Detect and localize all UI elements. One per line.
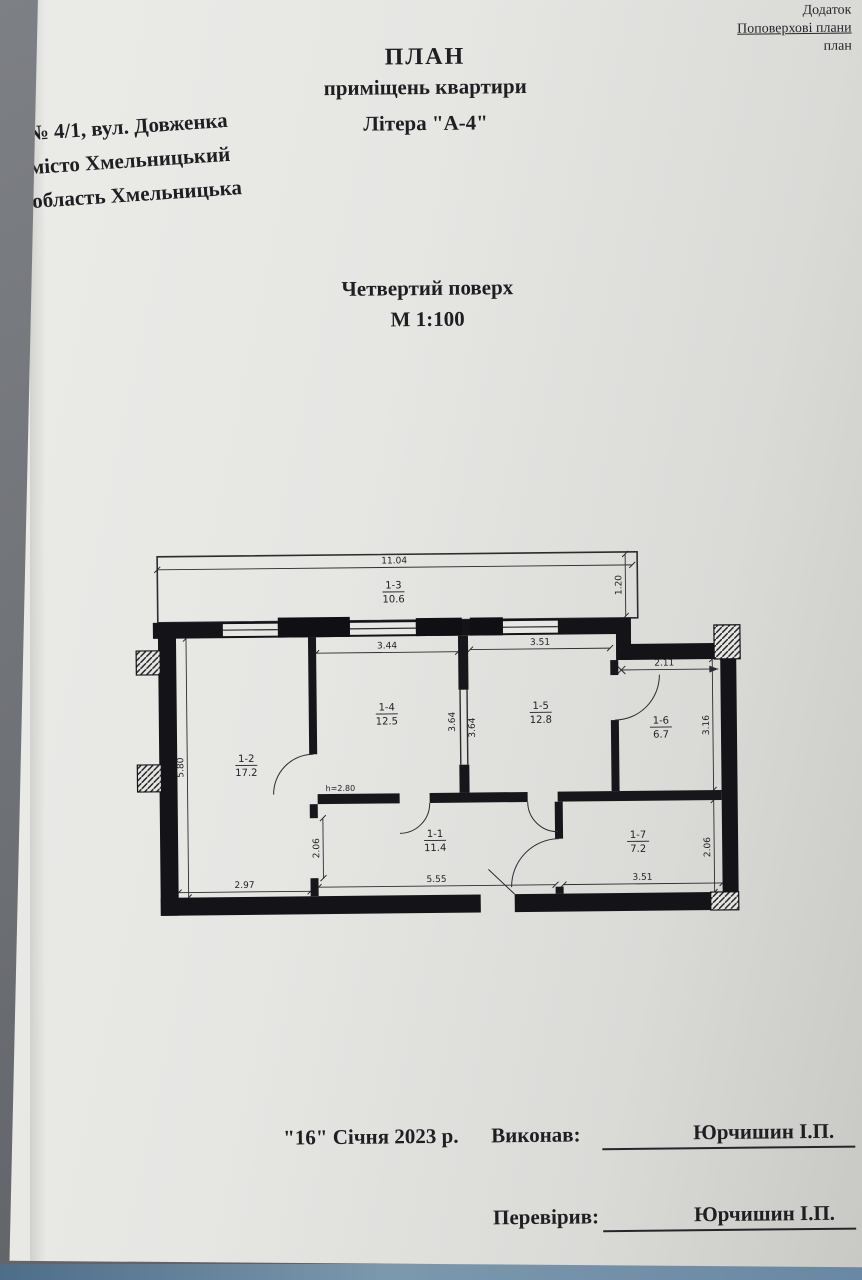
room-id-label: 1-6 [653,716,669,727]
reviewer-name: Юрчишин І.П. [693,1200,836,1227]
executor-label: Виконав: [491,1122,581,1148]
reviewer-label: Перевірив: [492,1204,600,1230]
room-area-label: 12.5 [376,716,398,727]
outer-walls [152,617,739,916]
dimension-label: 3.64 [468,717,478,737]
room-id-label: 1-2 [238,754,254,765]
dimension-label: 3.64 [448,711,458,731]
room-area-label: 7.2 [630,844,646,855]
dimension-label: 3.44 [377,641,397,651]
room-id-label: 1-5 [532,701,548,712]
windows [222,616,558,638]
ceiling-height-label: h=2.80 [326,784,356,793]
dimension-label: 1.20 [614,575,624,595]
address-block: № 4/1, вул. Довженка місто Хмельницький … [26,102,243,218]
document-subtitle: приміщень квартири [323,73,527,101]
room-labels: 1-3 10.6 1-4 12.5 1-5 12.8 1-6 6.7 1-2 1… [235,580,672,855]
interior-walls [307,635,722,897]
room-id-label: 1-1 [427,829,443,840]
dimension-label: 11.04 [381,556,407,566]
floor-block: Четвертий поверх М 1:100 [9,271,858,336]
room-area-label: 17.2 [235,768,257,779]
floor-heading: Четвертий поверх [341,275,514,301]
dimension-label: 5.55 [426,875,446,885]
dimension-label: 5.80 [176,757,186,777]
room-id-label: 1-7 [630,830,646,841]
executor-signature-line: Юрчишин І.П. [602,1117,856,1151]
dimension-label: 3.16 [702,715,712,735]
room-area-label: 10.6 [382,594,404,605]
scale-label: М 1:100 [390,306,465,332]
executor-name: Юрчишин І.П. [693,1118,835,1145]
date-label: "16" Січня 2023 р. [283,1123,459,1150]
reviewer-signature-line: Юрчишин І.П. [602,1199,857,1233]
dimension-label: 2.06 [703,837,713,857]
dimension-label: 2.11 [654,658,674,668]
table-surface [0,1264,862,1280]
room-id-label: 1-4 [378,702,394,713]
room-area-label: 6.7 [653,730,669,741]
document-title: ПЛАН [384,43,466,71]
corner-line-1: Додаток [802,2,852,19]
room-area-label: 12.8 [530,715,552,726]
floor-plan-drawing: 1-3 10.6 1-4 12.5 1-5 12.8 1-6 6.7 1-2 1… [135,550,741,916]
dimension-label: 3.51 [530,638,550,648]
dimension-label: 3.51 [632,873,652,883]
corner-line-2: Поповерхові плани [737,20,852,37]
dimension-label: 2.06 [312,838,322,858]
room-area-label: 11.4 [424,843,446,854]
room-id-label: 1-3 [385,580,401,591]
door-swings [273,674,660,895]
hatched-wall-sections [135,624,741,911]
dimension-label: 2.97 [234,881,254,891]
dimension-labels: 11.04 1.20 3.44 3.51 2.11 3.64 3.64 3.16… [176,556,713,891]
